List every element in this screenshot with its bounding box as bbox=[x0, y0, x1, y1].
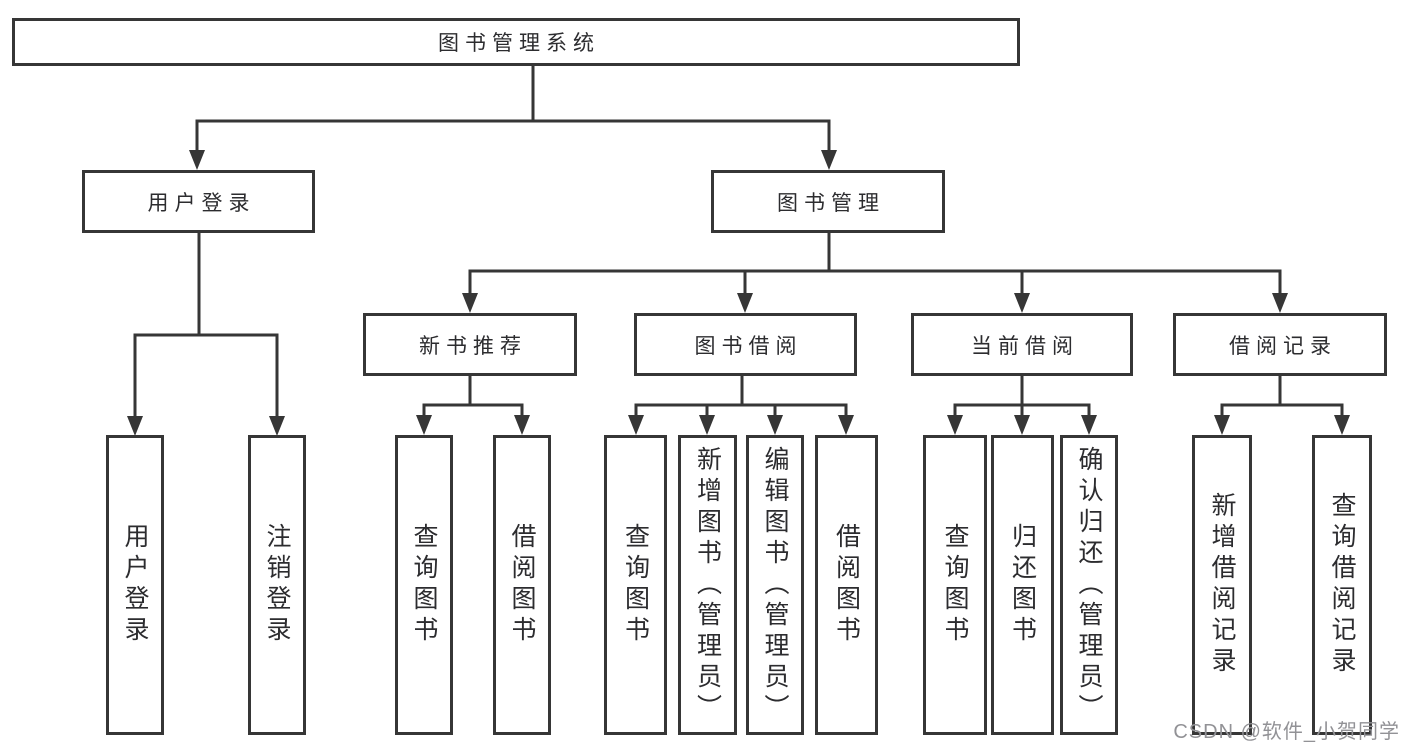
node-book-management: 图书管理 bbox=[711, 170, 945, 233]
edge-current-to-leaves bbox=[953, 376, 1091, 417]
edge-borrowing-to-leaves bbox=[634, 376, 848, 417]
edge-root-to-level2 bbox=[195, 66, 831, 152]
node-leaf-current-confirm-return: 确认归还（管理员） bbox=[1060, 435, 1118, 735]
node-library-management-system: 图书管理系统 bbox=[12, 18, 1020, 66]
node-user-login: 用户登录 bbox=[82, 170, 315, 233]
node-leaf-borrowing-add-books: 新增图书（管理员） bbox=[678, 435, 737, 735]
node-leaf-recommend-query-books: 查询图书 bbox=[395, 435, 453, 735]
edge-user-login-to-leaves bbox=[133, 233, 279, 418]
node-leaf-records-query-record: 查询借阅记录 bbox=[1312, 435, 1372, 735]
node-leaf-logout: 注销登录 bbox=[248, 435, 306, 735]
node-new-book-recommend: 新书推荐 bbox=[363, 313, 577, 376]
edge-book-management-to-level3 bbox=[468, 233, 1282, 295]
node-leaf-records-add-record: 新增借阅记录 bbox=[1192, 435, 1252, 735]
node-leaf-user-login: 用户登录 bbox=[106, 435, 164, 735]
arrowheads bbox=[127, 150, 1350, 436]
node-borrowing-records: 借阅记录 bbox=[1173, 313, 1387, 376]
node-leaf-current-query-books: 查询图书 bbox=[923, 435, 987, 735]
watermark: CSDN @软件_小贺同学 bbox=[1173, 721, 1400, 743]
node-leaf-borrowing-edit-books: 编辑图书（管理员） bbox=[746, 435, 804, 735]
node-leaf-current-return-books: 归还图书 bbox=[991, 435, 1054, 735]
node-current-borrowing: 当前借阅 bbox=[911, 313, 1133, 376]
node-leaf-borrowing-query-books: 查询图书 bbox=[604, 435, 667, 735]
edge-records-to-leaves bbox=[1220, 376, 1344, 417]
node-book-borrowing: 图书借阅 bbox=[634, 313, 857, 376]
node-leaf-recommend-borrow-books: 借阅图书 bbox=[493, 435, 551, 735]
node-leaf-borrowing-borrow-books: 借阅图书 bbox=[815, 435, 878, 735]
edge-recommend-to-leaves bbox=[422, 376, 524, 417]
